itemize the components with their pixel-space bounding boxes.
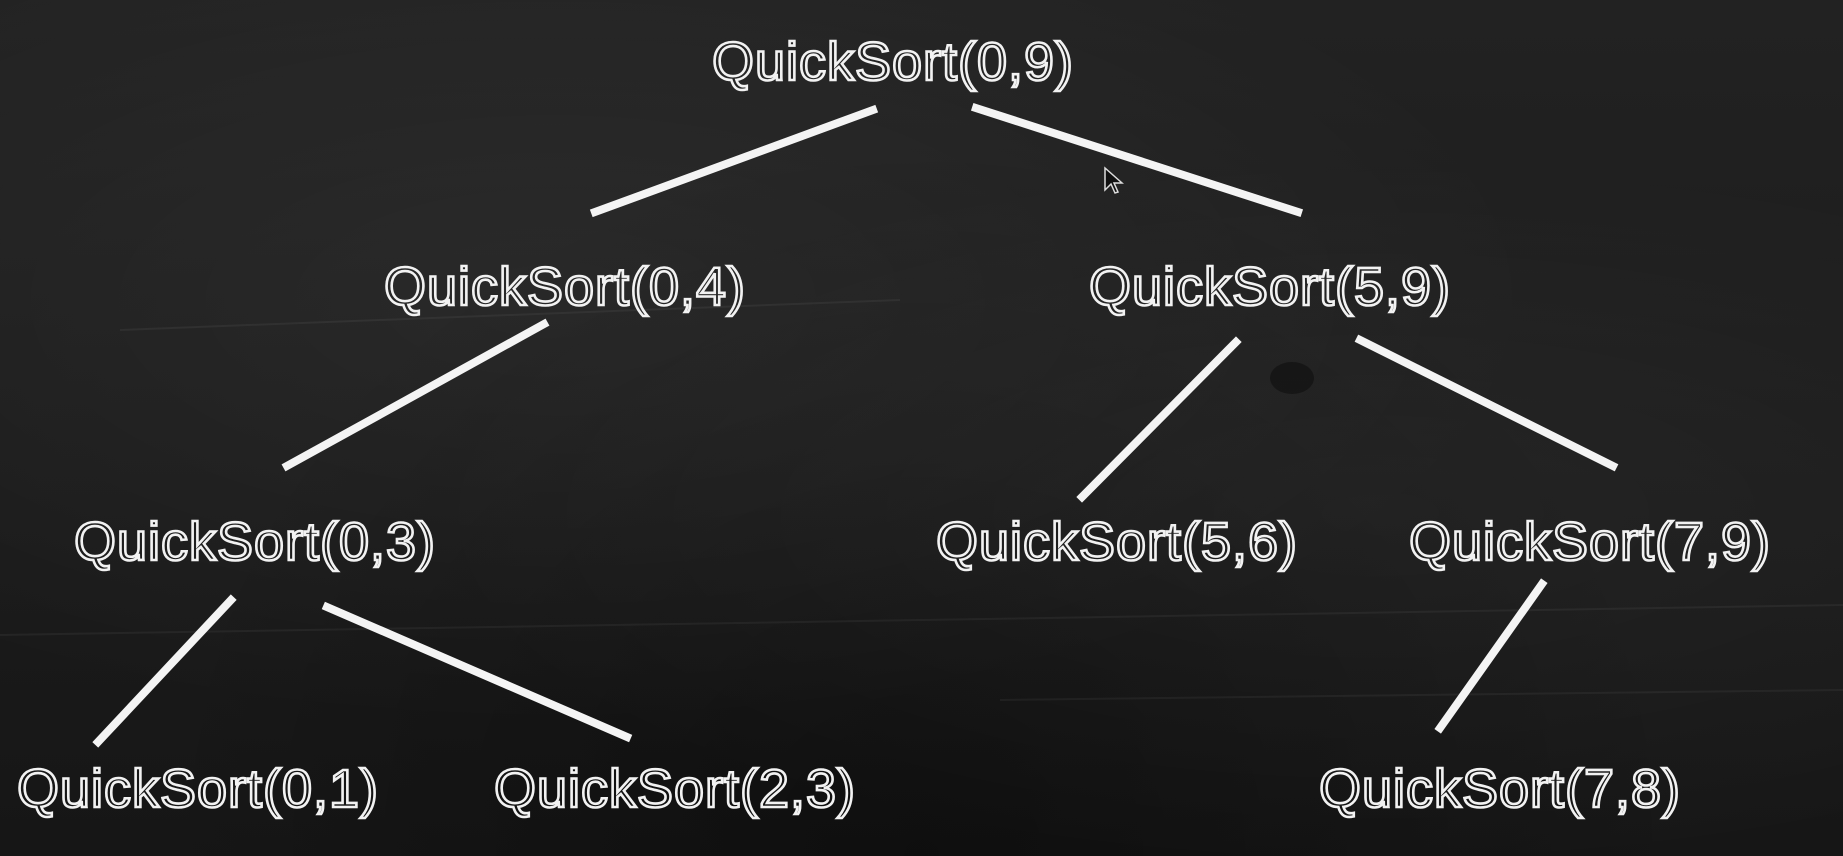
- edge-5-9-to-7-9: [1354, 334, 1619, 472]
- node-quicksort-7-9: QuickSort(7,9): [1409, 512, 1771, 572]
- edge-0-9-to-0-4: [589, 104, 879, 218]
- node-quicksort-0-1: QuickSort(0,1): [17, 759, 379, 819]
- mouse-cursor-icon: [1104, 166, 1124, 194]
- node-quicksort-0-3: QuickSort(0,3): [74, 512, 436, 572]
- edge-0-4-to-0-3: [281, 318, 550, 472]
- node-quicksort-0-9: QuickSort(0,9): [712, 32, 1074, 92]
- node-quicksort-0-4: QuickSort(0,4): [384, 257, 746, 317]
- edge-0-3-to-2-3: [321, 601, 633, 743]
- node-quicksort-2-3: QuickSort(2,3): [494, 759, 856, 819]
- node-quicksort-5-6: QuickSort(5,6): [936, 512, 1298, 572]
- tree-nodes: QuickSort(0,9) QuickSort(0,4) QuickSort(…: [16, 31, 1772, 821]
- edge-0-9-to-5-9: [970, 102, 1304, 218]
- chalk-smudge: [1270, 362, 1314, 394]
- edge-5-9-to-5-6: [1076, 336, 1242, 503]
- node-quicksort-7-8: QuickSort(7,8): [1319, 759, 1681, 819]
- node-quicksort-5-9: QuickSort(5,9): [1089, 257, 1451, 317]
- edge-0-3-to-0-1: [92, 594, 237, 748]
- edge-7-9-to-7-8: [1434, 578, 1548, 734]
- tree-edges: [92, 102, 1619, 748]
- chalk-texture: [0, 299, 1843, 701]
